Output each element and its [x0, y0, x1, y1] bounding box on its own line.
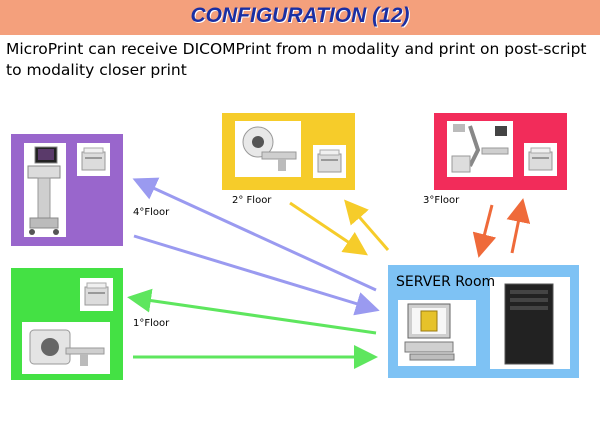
label-2nd-floor: 2° Floor [232, 195, 272, 206]
printer-icon [524, 143, 557, 176]
zone-3rd-floor [434, 113, 567, 190]
label-4th-floor: 4°Floor [133, 207, 170, 218]
arrow-server-to-3rd [506, 198, 531, 254]
arrow-2nd-to-server [289, 201, 368, 256]
server-tower-icon [490, 277, 570, 369]
printer-icon [80, 278, 113, 311]
ct-scanner-icon [235, 121, 301, 177]
page-title: CONFIGURATION (12) [190, 4, 410, 27]
red-arrows [472, 198, 531, 258]
monitor-icon [398, 300, 476, 366]
zone-2nd-floor [222, 113, 355, 190]
zone-4th-floor [11, 134, 123, 246]
arrow-3rd-to-server [472, 204, 497, 258]
title-banner [0, 0, 600, 35]
zone-1st-floor [11, 268, 123, 380]
arrow-server-to-4th [132, 177, 377, 292]
ultrasound-icon [24, 143, 66, 237]
xray-room-icon [447, 121, 513, 177]
label-3rd-floor: 3°Floor [423, 195, 460, 206]
page-description: MicroPrint can receive DICOMPrint from n… [6, 40, 587, 79]
green-arrows [127, 288, 378, 369]
arrow-server-to-2nd [344, 199, 390, 251]
zone-server-room [388, 265, 579, 378]
purple-arrows [132, 177, 380, 316]
arrow-server-to-1st [127, 288, 377, 335]
label-1st-floor: 1°Floor [133, 318, 170, 329]
mri-scanner-icon [22, 322, 110, 374]
printer-icon [77, 143, 110, 176]
printer-icon [313, 145, 346, 178]
arrow-4th-to-server [133, 234, 380, 316]
label-server-room: SERVER Room [396, 274, 496, 290]
yellow-arrows [289, 199, 390, 256]
